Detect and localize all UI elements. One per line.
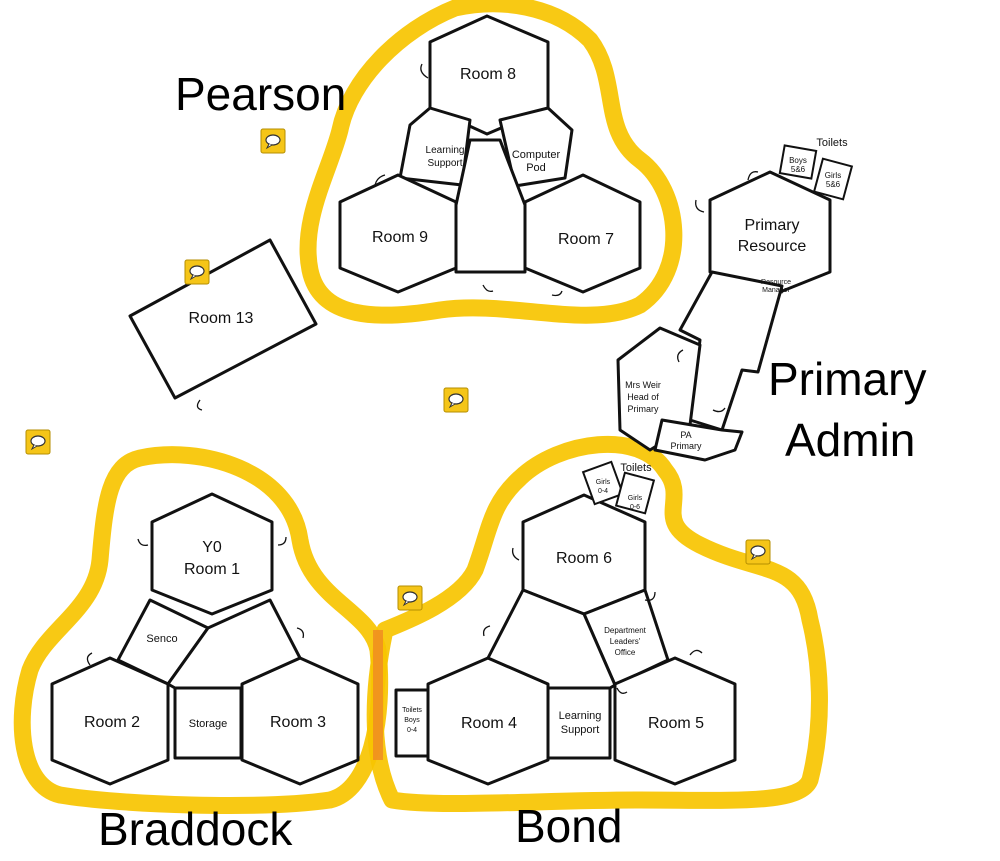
toilets-boys-0-4-label-3: 0-4 (407, 727, 417, 734)
room-13-shape (128, 238, 318, 400)
learning-support-bond-label-2: Support (561, 724, 600, 736)
boys-toilets-label-1: Boys (789, 156, 807, 165)
head-of-primary-label-3: Primary (628, 404, 659, 414)
resource-manager-label-1: Resource (761, 279, 791, 286)
bond-corridor-shape (486, 588, 617, 690)
computer-pod-label-2: Pod (526, 162, 546, 174)
senco-label: Senco (146, 633, 177, 645)
learning-support-pearson-label-1: Learning (426, 145, 465, 156)
girls-toilets-label-2: 5&6 (826, 180, 841, 189)
room-8-label: Room 8 (460, 66, 516, 83)
comment-marker-6[interactable] (397, 585, 423, 611)
primary-admin-block (616, 144, 854, 462)
speech-bubble-icon (30, 444, 38, 451)
speech-bubble-icon (750, 554, 758, 561)
toilets-bond-top-label: Toilets (620, 462, 652, 474)
toilets-boys-0-4-label-2: Boys (404, 717, 420, 724)
storage-label: Storage (189, 718, 228, 730)
primary-resource-label-1: Primary (744, 217, 799, 234)
girls-0-6-label-1: Girls (628, 495, 643, 502)
dept-office-label-3: Office (615, 648, 636, 657)
pearson-corridor-shape (454, 138, 527, 274)
boys-toilets-label-2: 5&6 (791, 165, 806, 174)
comment-marker-4[interactable] (25, 429, 51, 455)
comment-marker-5[interactable] (745, 539, 771, 565)
head-of-primary-shape (616, 326, 702, 452)
toilets-boys-0-4-shape (394, 688, 430, 758)
primary-admin-label-line2: Admin (785, 414, 915, 466)
girls-0-6-label-2: 0-6 (630, 504, 640, 511)
room-1-shape (150, 492, 274, 616)
speech-bubble-icon (189, 274, 197, 281)
computer-pod-label-1: Computer (512, 149, 561, 161)
pa-primary-shape (653, 418, 744, 462)
pa-primary-label-1: PA (680, 430, 691, 440)
room-9-label: Room 9 (372, 229, 428, 246)
bond-label: Bond (515, 800, 622, 852)
room-8-shape (428, 14, 550, 136)
girls-toilets-label-1: Girls (825, 171, 841, 180)
comment-marker-1[interactable] (260, 128, 286, 154)
room-7-label: Room 7 (558, 231, 614, 248)
learning-support-pearson-shape (398, 106, 472, 187)
girls-0-4-label-2: 0-4 (598, 488, 608, 495)
braddock-label: Braddock (98, 803, 293, 855)
girls-0-4-label-1: Girls (596, 479, 611, 486)
head-of-primary-label-1: Mrs Weir (625, 380, 661, 390)
pearson-highlight (299, 0, 683, 324)
head-of-primary-label-2: Head of (627, 392, 659, 402)
toilets-primary-label: Toilets (816, 137, 848, 149)
girls-0-4-shape (581, 460, 625, 506)
room-13-label: Room 13 (189, 310, 254, 327)
dept-office-label-2: Leaders' (610, 637, 641, 646)
speech-bubble-icon (448, 402, 456, 409)
learning-support-bond-label-1: Learning (559, 710, 602, 722)
primary-admin-label-line1: Primary (768, 353, 926, 405)
learning-support-bond-shape (546, 686, 612, 760)
comment-marker-3[interactable] (443, 387, 469, 413)
pa-primary-label-2: Primary (671, 441, 702, 451)
room-4-label: Room 4 (461, 715, 517, 732)
pearson-block (338, 14, 642, 294)
pearson-label: Pearson (175, 68, 346, 120)
bond-highlight (366, 435, 828, 813)
resource-manager-label-2: Manager (762, 287, 790, 294)
braddock-block (50, 492, 360, 786)
room-6-label: Room 6 (556, 550, 612, 567)
y0-label: Y0 (202, 539, 222, 556)
bond-block (394, 460, 737, 786)
girls-toilets-shape (812, 157, 854, 201)
girls-0-6-shape (614, 471, 656, 515)
door-swings (86, 63, 759, 694)
boys-toilets-shape (778, 144, 818, 180)
braddock-highlight (13, 446, 389, 814)
room-1-label: Room 1 (184, 561, 240, 578)
toilets-boys-0-4-label-1: Toilets (402, 707, 422, 714)
learning-support-pearson-label-2: Support (427, 158, 462, 169)
dept-office-label-1: Department (604, 626, 647, 635)
room-3-label: Room 3 (270, 714, 326, 731)
room-5-label: Room 5 (648, 715, 704, 732)
comment-marker-2[interactable] (184, 259, 210, 285)
speech-bubble-icon (265, 143, 273, 150)
room-2-label: Room 2 (84, 714, 140, 731)
speech-bubble-icon (402, 600, 410, 607)
braddock-corridor-shape (166, 598, 302, 690)
primary-resource-label-2: Resource (738, 238, 807, 255)
